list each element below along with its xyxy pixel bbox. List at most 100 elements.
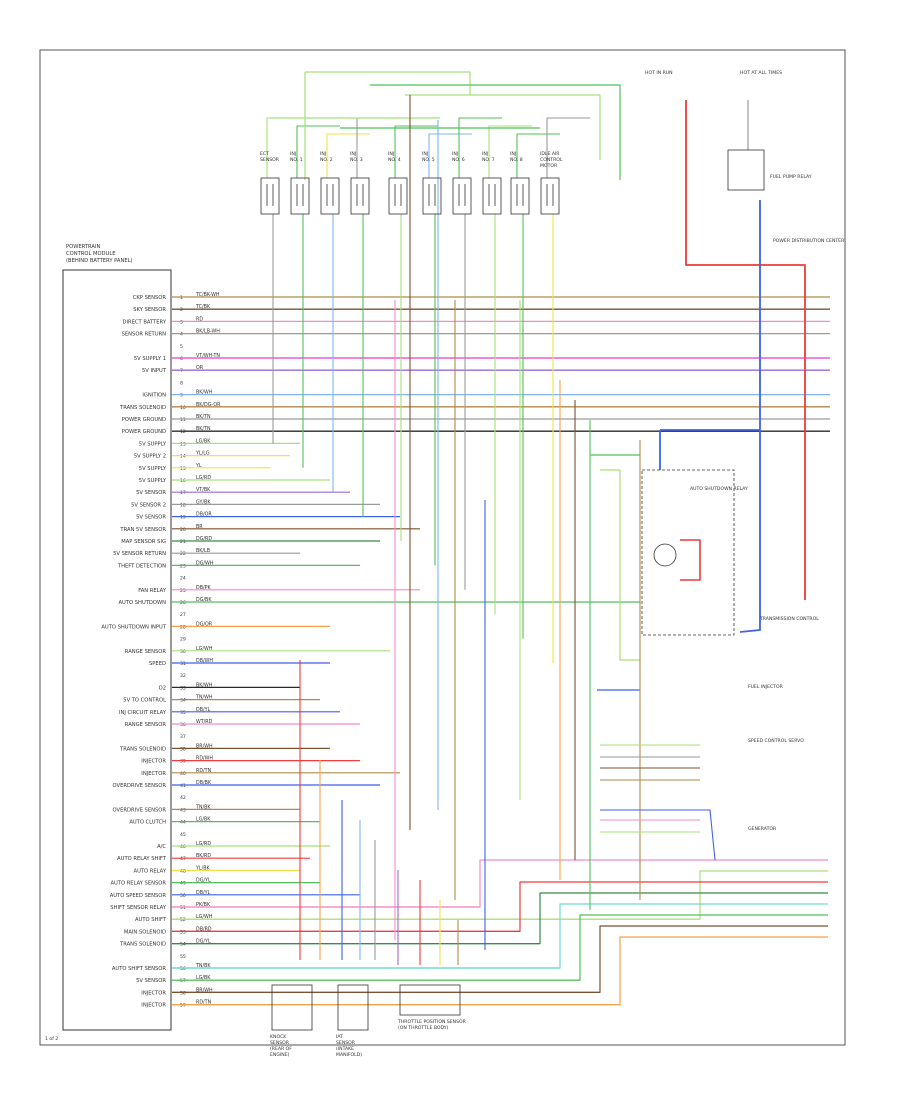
ecm-pin-label: 5V INPUT bbox=[142, 368, 167, 374]
wire-code: GY/BK bbox=[196, 499, 211, 505]
ecm-pin-number: 6 bbox=[180, 356, 183, 362]
ecm-pin-label: TRAN 5V SENSOR bbox=[119, 527, 166, 533]
ecm-pin-label: AUTO CLUTCH bbox=[129, 820, 166, 826]
ecm-pin-label: SKY SENSOR bbox=[133, 307, 166, 313]
diagram-frame bbox=[39, 49, 846, 1046]
ecm-pin-number: 57 bbox=[180, 978, 186, 984]
top-component-label: INJ bbox=[320, 151, 326, 157]
wire-code: LG/BK bbox=[196, 817, 211, 823]
wire-code: BK/WH bbox=[196, 682, 213, 688]
ecm-title-1: POWERTRAIN bbox=[66, 244, 100, 250]
power-feed-wire bbox=[685, 100, 806, 600]
component-connector bbox=[320, 177, 340, 215]
ecm-pin-number: 5 bbox=[180, 344, 183, 350]
bus-wire bbox=[370, 84, 621, 180]
wire-code: DG/YL bbox=[196, 939, 211, 945]
ecm-pin-label: POWER GROUND bbox=[122, 417, 166, 423]
ecm-pin-number: 33 bbox=[180, 685, 186, 691]
top-component-label: INJ bbox=[452, 151, 458, 157]
ecm-pin-label: 5V TO CONTROL bbox=[123, 698, 166, 704]
top-component-label: INJ bbox=[290, 151, 296, 157]
wire-code: LG/BK bbox=[196, 438, 211, 444]
ecm-pin-label: 5V SUPPLY bbox=[139, 478, 167, 484]
fuel-pump-relay-label: FUEL PUMP RELAY bbox=[770, 174, 812, 180]
wire-code: VT/BK bbox=[196, 487, 211, 493]
ecm-title-3: (BEHIND BATTERY PANEL) bbox=[66, 258, 133, 264]
top-component-label: ECT bbox=[260, 151, 269, 157]
ecm-pin-number: 10 bbox=[180, 405, 186, 411]
injector-feed-wire bbox=[356, 117, 400, 178]
wire-code: BK/LB bbox=[196, 548, 210, 554]
wire-code: LG/RD bbox=[196, 841, 211, 847]
asd-relay-label: AUTO SHUTDOWN RELAY bbox=[690, 486, 748, 492]
top-component-label: NO. 7 bbox=[482, 157, 495, 163]
ecm-pin-number: 17 bbox=[180, 490, 186, 496]
sensor-body bbox=[337, 984, 369, 1031]
ecm-pin-number: 34 bbox=[180, 698, 186, 704]
ecm-wire-routed bbox=[172, 914, 828, 981]
ecm-pin-label: SENSOR RETURN bbox=[122, 332, 167, 338]
wire-code: RD/WH bbox=[196, 756, 213, 762]
ecm-pin-number: 35 bbox=[180, 710, 186, 716]
top-component-label: INJ bbox=[510, 151, 516, 157]
ecm-wire-routed bbox=[172, 925, 828, 994]
component-connector bbox=[260, 177, 280, 215]
ecm-pin-label: AUTO SHUTDOWN INPUT bbox=[101, 624, 166, 630]
ecm-pin-label: POWER GROUND bbox=[122, 429, 166, 435]
ecm-pin-label: 5V SENSOR bbox=[136, 515, 166, 521]
ecm-pin-number: 40 bbox=[180, 771, 186, 777]
ecm-pin-number: 45 bbox=[180, 832, 186, 838]
wire-code: BK/LB-WH bbox=[196, 329, 220, 335]
ecm-pin-label: AUTO RELAY SENSOR bbox=[110, 881, 166, 887]
ecm-pin-label: TRANS SOLENOID bbox=[119, 746, 166, 752]
top-component-label: NO. 5 bbox=[422, 157, 435, 163]
wire-code: LG/WH bbox=[196, 914, 213, 920]
ecm-pin-label: 5V SENSOR RETURN bbox=[113, 551, 166, 557]
wire-code: DB/RD bbox=[196, 926, 212, 932]
ecm-pin-number: 52 bbox=[180, 917, 186, 923]
bottom-component-label: (ON THROTTLE BODY) bbox=[398, 1025, 449, 1031]
ecm-pin-number: 16 bbox=[180, 478, 186, 484]
power-feed-labels: HOT IN RUN HOT AT ALL TIMES bbox=[645, 70, 782, 76]
wire-code: OR bbox=[196, 365, 204, 371]
component-connector bbox=[510, 177, 530, 215]
bottom-component-label: SENSOR bbox=[336, 1040, 356, 1046]
ecm-pin-label: INJECTOR bbox=[141, 990, 166, 996]
ecm-pin-label: 5V SUPPLY bbox=[139, 466, 167, 472]
ecm-pin-number: 58 bbox=[180, 990, 186, 996]
top-component-label: CONTROL bbox=[540, 157, 563, 163]
wire-code: DB/YL bbox=[196, 890, 211, 896]
top-component-label: NO. 6 bbox=[452, 157, 465, 163]
injector-feed-wire bbox=[458, 117, 502, 178]
ecm-pin-number: 53 bbox=[180, 929, 186, 935]
ecm-pin-number: 25 bbox=[180, 588, 186, 594]
ecm-pin-number: 18 bbox=[180, 502, 186, 508]
right-label-injector: FUEL INJECTOR bbox=[748, 684, 784, 690]
wire-code: WT/RD bbox=[196, 719, 213, 725]
ecm-pin-number: 32 bbox=[180, 673, 186, 679]
wire-code: BK/TN bbox=[196, 414, 211, 420]
asd-relay-box bbox=[641, 469, 735, 636]
bus-wire bbox=[305, 71, 471, 95]
ecm-pin-label: INJECTOR bbox=[141, 759, 166, 765]
ecm-pin-number: 22 bbox=[180, 551, 186, 557]
ecm-pin-number: 37 bbox=[180, 734, 186, 740]
relay-coil bbox=[653, 543, 677, 567]
wire-code: YL bbox=[195, 463, 202, 469]
relay-coil-wire bbox=[680, 539, 701, 581]
bottom-component-label: MANIFOLD) bbox=[336, 1052, 362, 1058]
ecm-pin-number: 42 bbox=[180, 795, 186, 801]
ecm-pin-label: RANGE SENSOR bbox=[125, 722, 167, 728]
wire-code: BK/RD bbox=[196, 853, 211, 859]
wire-code: RD bbox=[196, 316, 203, 322]
ecm-pin-label: THEFT DETECTION bbox=[117, 563, 166, 569]
ecm-pin-label: FAN RELAY bbox=[138, 588, 167, 594]
ecm-pin-number: 56 bbox=[180, 966, 186, 972]
component-connector bbox=[540, 177, 560, 215]
wire-code: LG/RD bbox=[196, 475, 211, 481]
ecm-pin-number: 23 bbox=[180, 563, 186, 569]
injector-feed-wire bbox=[266, 117, 310, 178]
